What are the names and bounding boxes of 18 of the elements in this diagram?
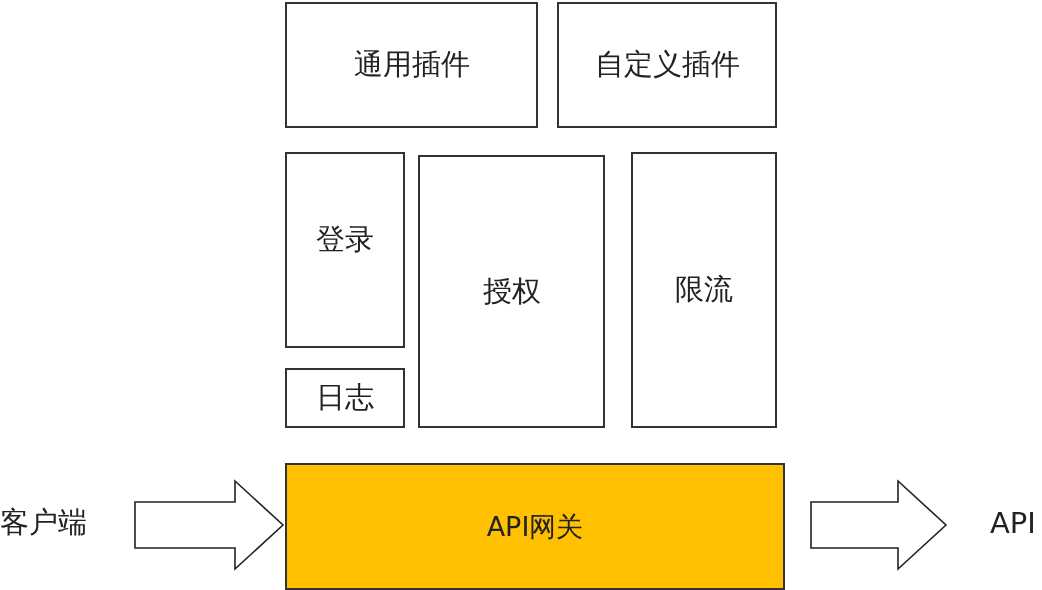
block-arrow xyxy=(134,479,285,571)
module-label: 通用插件 xyxy=(353,46,470,83)
module-label: 限流 xyxy=(675,271,733,308)
module-box xyxy=(285,152,405,348)
module-label: 登录 xyxy=(316,221,374,258)
module-label: 日志 xyxy=(316,379,374,416)
module-box xyxy=(418,155,605,428)
module-box xyxy=(285,368,405,428)
module-box xyxy=(285,2,538,128)
gateway-box xyxy=(285,463,785,590)
module-label: 自定义插件 xyxy=(594,46,740,83)
module-label: 授权 xyxy=(482,272,541,310)
endpoint-label: API xyxy=(990,506,1036,540)
endpoint-label: 客户端 xyxy=(0,504,87,541)
module-box xyxy=(557,2,777,128)
module-label: API网关 xyxy=(486,509,584,544)
module-box xyxy=(631,152,777,428)
block-arrow xyxy=(810,479,948,571)
